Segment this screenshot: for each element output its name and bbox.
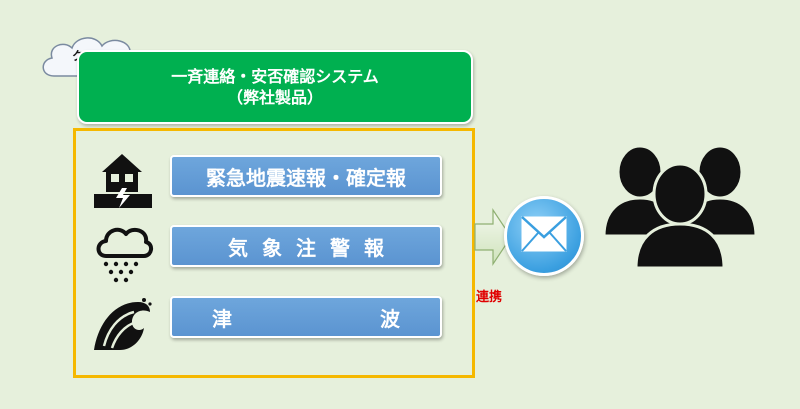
link-arrow-icon bbox=[474, 208, 512, 266]
system-subtitle: （弊社製品） bbox=[226, 88, 323, 107]
tsunami-label-b: 波 bbox=[380, 306, 400, 331]
mail-circle bbox=[504, 196, 584, 276]
tsunami-label-a: 津 bbox=[212, 306, 232, 331]
eew-bar: 緊急地震速報・確定報 bbox=[170, 155, 442, 197]
rain-cloud-icon bbox=[96, 227, 153, 283]
link-label: 連携 bbox=[476, 290, 503, 305]
weather-warning-bar: 気象注警報 bbox=[170, 225, 442, 267]
system-title: 一斉連絡・安否確認システム bbox=[171, 67, 379, 86]
mail-icon bbox=[521, 216, 567, 252]
system-box: 一斉連絡・安否確認システム （弊社製品） bbox=[77, 50, 473, 124]
tsunami-bar: 津 波 bbox=[170, 296, 442, 338]
earthquake-house-icon bbox=[94, 154, 152, 208]
hazard-frame bbox=[73, 128, 475, 378]
users-icon bbox=[602, 144, 758, 270]
tsunami-wave-icon bbox=[94, 298, 152, 350]
